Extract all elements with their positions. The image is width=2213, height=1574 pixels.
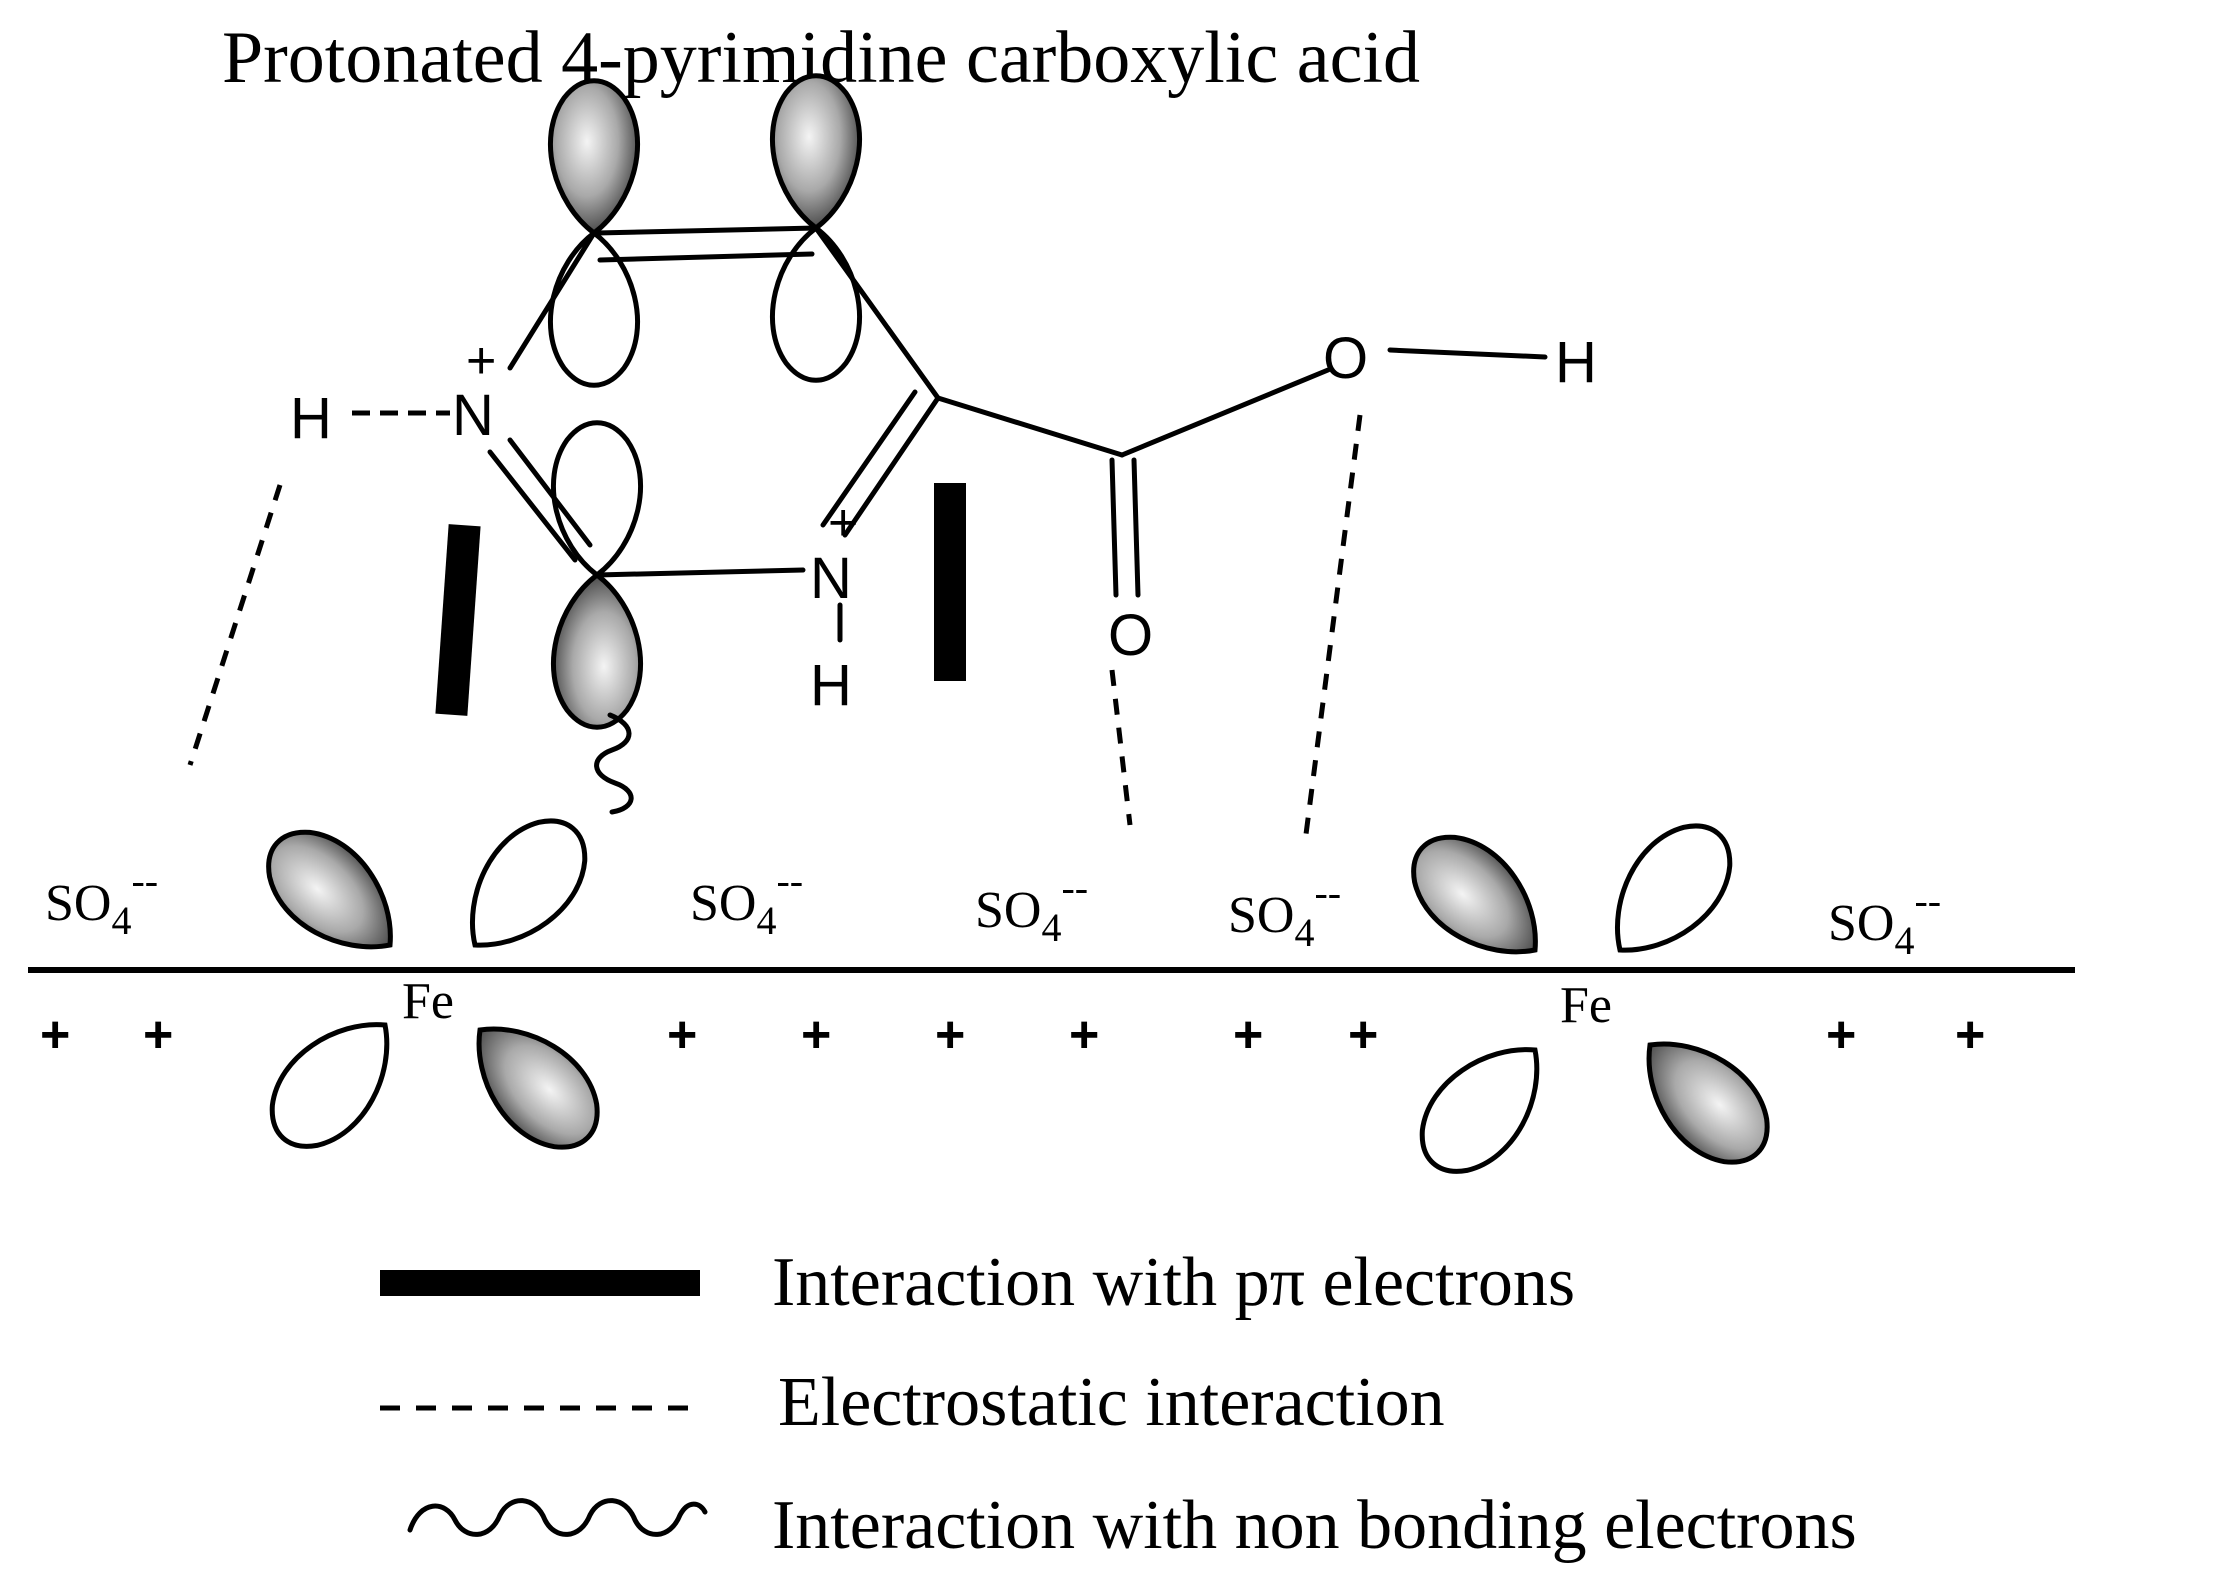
surface-charge: + <box>935 1006 965 1064</box>
atom-h-lower: H <box>810 653 852 718</box>
electrostatic-line-oh <box>1302 414 1363 843</box>
fe-label-left: Fe <box>402 973 454 1030</box>
surface-charge: + <box>667 1006 697 1064</box>
electrostatic-line-h <box>187 484 283 766</box>
atom-h-left: H <box>290 386 332 451</box>
fe-label-right: Fe <box>1560 977 1612 1034</box>
charge-n-upper: + <box>466 332 496 390</box>
sulfate-anion-3: SO4-- <box>975 865 1088 950</box>
surface-charges: + + + + + + + + + + <box>40 1006 1985 1064</box>
surface-charge: + <box>1348 1006 1378 1064</box>
electrostatic-line-o-carbonyl <box>1109 669 1133 826</box>
legend-label-nonbonding: Interaction with non bonding electrons <box>772 1487 1857 1564</box>
svg-text:SO4--: SO4-- <box>690 858 803 943</box>
double-bond-c1-c2-second <box>597 251 815 263</box>
double-bond-n-c3-second <box>487 449 578 563</box>
charge-n-lower: + <box>828 494 858 552</box>
legend-symbol-wavy-line <box>407 1498 708 1537</box>
double-bond-c4-n-second <box>820 389 918 528</box>
bond-c4-carboxyl <box>935 395 1125 458</box>
sulfate-anion-2: SO4-- <box>690 858 803 943</box>
double-bond-n-c3 <box>507 437 593 548</box>
surface-charge: + <box>1233 1006 1263 1064</box>
svg-text:SO4--: SO4-- <box>1828 878 1941 963</box>
nonbonding-interaction-wave <box>594 712 634 815</box>
surface-charge: + <box>801 1006 831 1064</box>
atom-o-carbonyl: O <box>1108 603 1153 668</box>
pi-interaction-bar-left <box>435 524 481 716</box>
surface-charge: + <box>143 1006 173 1064</box>
sulfate-anion-4: SO4-- <box>1228 870 1341 955</box>
bond-c-oh <box>1119 367 1331 458</box>
bond-o-h <box>1387 347 1548 360</box>
bond-c3-n <box>594 567 806 578</box>
bond-c1-n <box>507 230 597 371</box>
double-bond-c4-n <box>842 395 941 538</box>
atom-n-lower: N <box>810 546 852 611</box>
atom-o-top: O <box>1323 326 1368 391</box>
bond-c2-c4 <box>813 225 941 401</box>
legend-label-pi: Interaction with pπ electrons <box>772 1244 1575 1321</box>
svg-text:SO4--: SO4-- <box>1228 870 1341 955</box>
legend: Interaction with pπ electrons Electrosta… <box>380 1244 1857 1564</box>
atom-h-right: H <box>1555 330 1597 395</box>
surface-charge: + <box>1826 1006 1856 1064</box>
sulfate-anion-5: SO4-- <box>1828 878 1941 963</box>
surface-charge: + <box>1069 1006 1099 1064</box>
svg-text:SO4--: SO4-- <box>975 865 1088 950</box>
atom-n-upper: N <box>452 383 494 448</box>
pi-interaction-bar-right <box>934 483 966 681</box>
double-bond-c-o-second <box>1131 457 1141 598</box>
surface-charge: + <box>40 1006 70 1064</box>
molecule-bonds <box>352 225 1548 643</box>
surface-charge: + <box>1955 1006 1985 1064</box>
svg-text:SO4--: SO4-- <box>45 858 158 943</box>
legend-symbol-thick-bar <box>380 1270 700 1296</box>
sulfate-anion-1: SO4-- <box>45 858 158 943</box>
double-bond-c-o <box>1109 457 1119 598</box>
legend-label-electrostatic: Electrostatic interaction <box>778 1364 1445 1441</box>
double-bond-c1-c2 <box>594 225 819 236</box>
atom-labels: H N + N + H O H O <box>290 326 1597 718</box>
